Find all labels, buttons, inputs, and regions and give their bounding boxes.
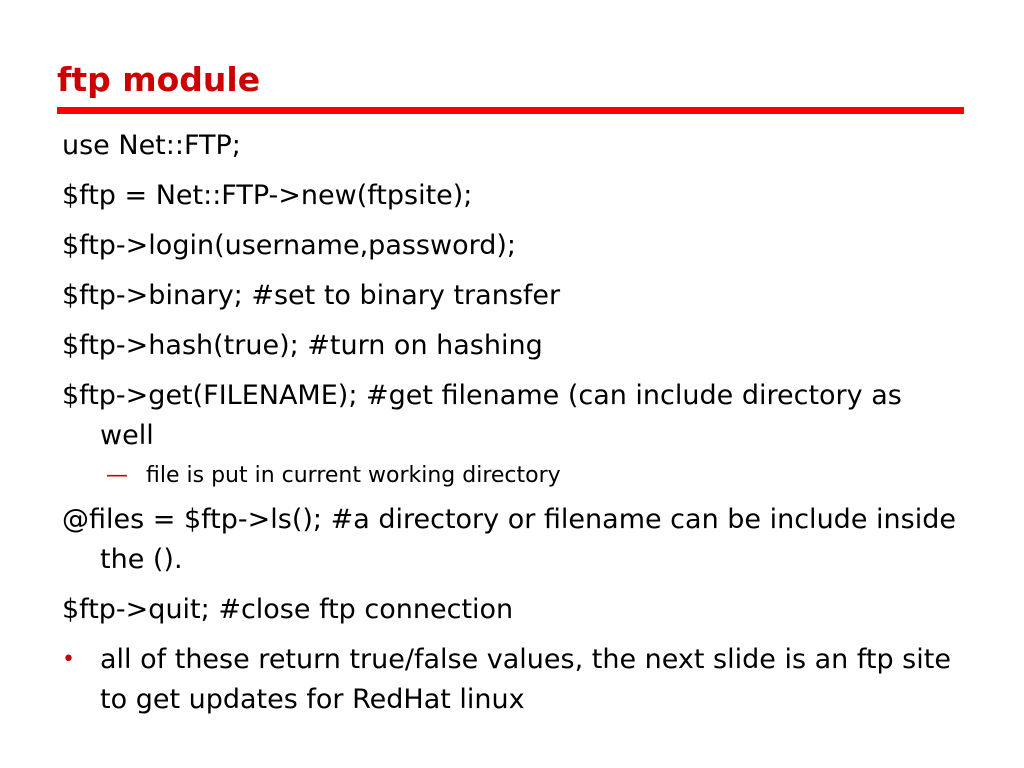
code-line: $ftp->hash(true); #turn on hashing (62, 330, 543, 361)
code-line: @files = $ftp->ls(); #a directory or fil… (62, 504, 956, 575)
bullet-marker: • (62, 647, 75, 672)
slide-title: ftp module (57, 60, 261, 99)
dash-marker: — (106, 463, 128, 488)
sub-item-text: file is put in current working directory (146, 463, 561, 488)
bullet-item-text: all of these return true/false values, t… (100, 644, 951, 715)
slide-body: use Net::FTP; $ftp = Net::FTP->new(ftpsi… (62, 126, 962, 730)
code-line: $ftp->quit; #close ftp connection (62, 594, 514, 625)
bullet-item: • all of these return true/false values,… (62, 640, 962, 720)
sub-item: — file is put in current working directo… (106, 458, 962, 494)
code-line: use Net::FTP; (62, 130, 241, 161)
code-line: $ftp = Net::FTP->new(ftpsite); (62, 180, 473, 211)
code-line: $ftp->binary; #set to binary transfer (62, 280, 561, 311)
code-line: $ftp->get(FILENAME); #get filename (can … (62, 380, 902, 451)
code-line: $ftp->login(username,password); (62, 230, 516, 261)
title-rule (57, 107, 964, 114)
